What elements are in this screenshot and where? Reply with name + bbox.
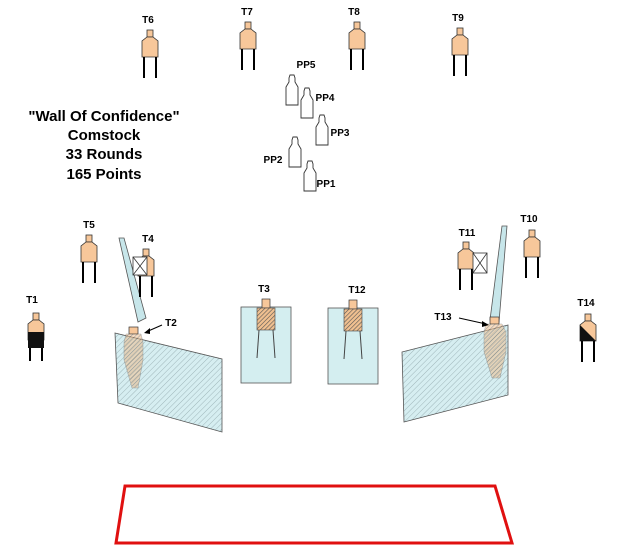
barrel-t3: T3 bbox=[240, 284, 292, 384]
popper-label: PP4 bbox=[316, 93, 335, 104]
popper-pp3: PP3 bbox=[315, 114, 350, 146]
right-wall bbox=[401, 316, 509, 423]
target-t4: T4 bbox=[132, 234, 155, 298]
target-label: T3 bbox=[258, 284, 270, 295]
popper-label: PP2 bbox=[264, 155, 283, 166]
target-label: T5 bbox=[83, 220, 95, 231]
target-t7: T7 bbox=[239, 7, 257, 71]
popper-pp2: PP2 bbox=[264, 136, 302, 168]
target-t6: T6 bbox=[141, 15, 159, 79]
target-t13-callout: T13 bbox=[434, 312, 489, 327]
barrel-t12: T12 bbox=[327, 285, 379, 385]
target-t10: T10 bbox=[520, 214, 541, 279]
target-label: T2 bbox=[165, 318, 177, 329]
target-t11: T11 bbox=[457, 228, 488, 291]
target-label: T1 bbox=[26, 295, 38, 306]
target-label: T8 bbox=[348, 7, 360, 18]
popper-pp1: PP1 bbox=[303, 160, 336, 192]
target-label: T7 bbox=[241, 7, 253, 18]
right-side-wall bbox=[489, 225, 508, 323]
round-count: 33 Rounds bbox=[66, 146, 143, 163]
hardcover bbox=[28, 332, 44, 348]
left-wall bbox=[114, 326, 223, 433]
target-t5: T5 bbox=[80, 220, 98, 284]
hardcover bbox=[580, 325, 596, 341]
target-t2-callout: T2 bbox=[144, 318, 177, 334]
target-label: T9 bbox=[452, 13, 464, 24]
target-label: T12 bbox=[348, 285, 366, 296]
popper-label: PP3 bbox=[331, 128, 350, 139]
target-label: T6 bbox=[142, 15, 154, 26]
target-label: T10 bbox=[520, 214, 538, 225]
target-t9: T9 bbox=[451, 13, 469, 77]
target-label: T14 bbox=[577, 298, 595, 309]
target-t14: T14 bbox=[577, 298, 597, 363]
popper-pp5: PP5 bbox=[285, 60, 316, 106]
target-t8: T8 bbox=[348, 7, 366, 71]
target-label: T13 bbox=[434, 312, 452, 323]
stage-title: "Wall Of Confidence" bbox=[28, 108, 179, 125]
popper-label: PP1 bbox=[317, 179, 336, 190]
popper-pp4: PP4 bbox=[300, 87, 335, 119]
target-label: T4 bbox=[142, 234, 154, 245]
left-side-wall bbox=[118, 237, 147, 323]
stage-subtitle: Comstock bbox=[68, 127, 141, 144]
target-label: T11 bbox=[459, 228, 476, 239]
target-t1: T1 bbox=[26, 295, 45, 362]
point-count: 165 Points bbox=[66, 166, 141, 183]
shooting-box bbox=[114, 484, 515, 545]
stage-title-block: "Wall Of Confidence" Comstock 33 Rounds … bbox=[28, 108, 179, 183]
popper-label: PP5 bbox=[297, 60, 316, 71]
